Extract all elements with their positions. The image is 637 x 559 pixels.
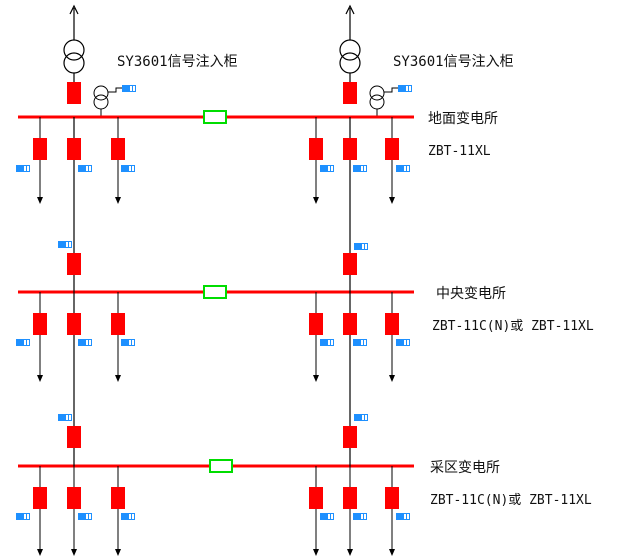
- sensor-icon: [77, 164, 93, 173]
- sensor-icon: [77, 512, 93, 521]
- sensor-icon: [395, 164, 411, 173]
- tier2-model: ZBT-11C(N)或 ZBT-11XL: [432, 319, 594, 334]
- sensor-icon: [120, 512, 136, 521]
- sensor-icon: [352, 512, 368, 521]
- sensor-icon: [397, 84, 413, 93]
- tier2-name: 中央变电所: [436, 286, 506, 302]
- sensor-icon: [15, 512, 31, 521]
- injection-label-left: SY3601信号注入柜: [117, 54, 238, 70]
- sensor-icon: [120, 338, 136, 347]
- arrowheads: [37, 197, 395, 556]
- breakers: [33, 82, 399, 509]
- sensor-icon: [120, 164, 136, 173]
- tier1-model: ZBT-11XL: [428, 144, 491, 159]
- coupler-central: [203, 285, 227, 299]
- tier1-name: 地面变电所: [428, 111, 498, 127]
- tier3-name: 采区变电所: [430, 460, 500, 476]
- tier3-model: ZBT-11C(N)或 ZBT-11XL: [430, 493, 592, 508]
- feeders-tier1: [39, 117, 393, 200]
- sensor-icon: [121, 84, 137, 93]
- bus-couplers: [203, 110, 233, 473]
- ct-left: [93, 85, 122, 117]
- breaker-incoming-right: [343, 82, 357, 104]
- feeders-tier2: [39, 292, 393, 378]
- injection-label-right: SY3601信号注入柜: [393, 54, 514, 70]
- sensor-icon: [319, 338, 335, 347]
- sensor-icon: [319, 512, 335, 521]
- coupler-district: [209, 459, 233, 473]
- sensor-icon: [15, 164, 31, 173]
- feeders-tier3: [39, 466, 393, 552]
- sensor-icon: [395, 512, 411, 521]
- sensor-icon: [395, 338, 411, 347]
- sensor-icon: [57, 413, 73, 422]
- incoming-right: [339, 4, 361, 82]
- sensor-icon: [319, 164, 335, 173]
- sensor-icon: [352, 338, 368, 347]
- incoming-left: [63, 4, 85, 82]
- sensor-icon: [15, 338, 31, 347]
- breaker-incoming-left: [67, 82, 81, 104]
- sensor-icon: [353, 413, 369, 422]
- trunk-lines: [73, 117, 351, 466]
- ct-right: [369, 85, 398, 117]
- sensor-icon: [353, 242, 369, 251]
- coupler-ground: [203, 110, 227, 124]
- sensor-icon: [77, 338, 93, 347]
- sensor-icon: [57, 240, 73, 249]
- sensor-icon: [352, 164, 368, 173]
